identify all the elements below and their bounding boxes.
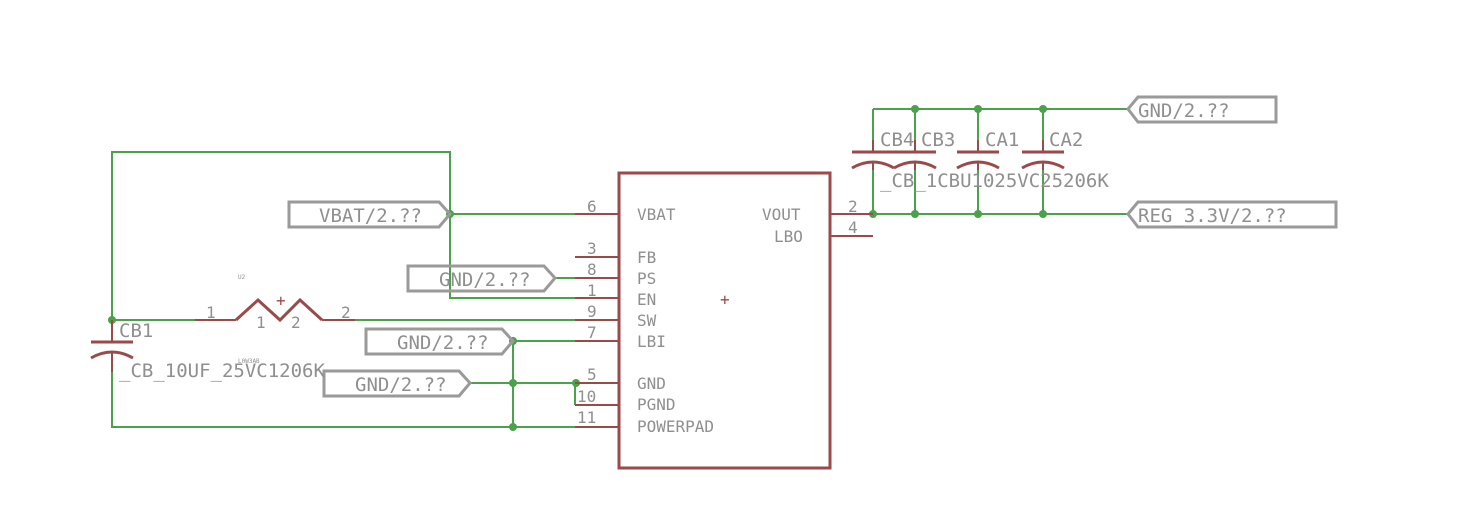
ic-pin-num-sw: 9 <box>587 302 597 321</box>
inductor-origin-mark: + <box>276 291 286 310</box>
net-label-gnd-lbi[interactable]: GND/2.?? <box>364 327 515 356</box>
wire-cb1-to-en <box>111 151 575 322</box>
top-caps-overlapping-values: _CB_1CBU1025VC25206K <box>880 170 1109 192</box>
ic-pin-num-powerpad: 11 <box>577 408 596 427</box>
wire-cb1-powerpad <box>111 372 575 428</box>
junction-top-3 <box>1039 105 1047 113</box>
cb3-name: CB3 <box>921 129 955 151</box>
inductor-pin2-inner: 2 <box>291 313 301 332</box>
net-label-reg[interactable]: REG_3.3V/2.?? <box>1126 200 1338 229</box>
ca2-name: CA2 <box>1049 129 1083 151</box>
capacitor-cb3[interactable]: CB3 <box>893 129 955 170</box>
net-label-gnd-ps[interactable]: GND/2.?? <box>406 264 557 293</box>
ic-pin-num-lbo: 4 <box>848 218 858 237</box>
ic-right-pin-stubs <box>830 213 873 237</box>
inductor-value: L0W3AB <box>238 358 260 365</box>
ic-pin-name-lbo: LBO <box>774 227 803 246</box>
junction-top-2 <box>974 105 982 113</box>
junction-vout-3 <box>974 210 982 218</box>
ic-pin-num-lbi: 7 <box>587 323 597 342</box>
ca1-name: CA1 <box>985 129 1019 151</box>
inductor-ref: U2 <box>238 274 246 281</box>
ic-pin-num-pgnd: 10 <box>577 387 596 406</box>
ic-pin-name-vout: VOUT <box>762 205 801 224</box>
cb1-name: CB1 <box>119 320 153 342</box>
ic-pin-num-fb: 3 <box>587 239 597 258</box>
ic-pin-name-powerpad: POWERPAD <box>637 417 714 436</box>
net-label-reg-text: REG_3.3V/2.?? <box>1138 205 1287 227</box>
ic-pin-name-lbi: LBI <box>637 332 666 351</box>
ic-pin-num-vbat: 6 <box>587 197 597 216</box>
inductor-pin1-outer: 1 <box>206 303 216 322</box>
ic-pin-name-pgnd: PGND <box>637 395 676 414</box>
ic-pin-name-en: EN <box>637 290 656 309</box>
net-label-gnd-pgnd-text: GND/2.?? <box>355 374 447 396</box>
net-label-vbat-text: VBAT/2.?? <box>319 205 422 227</box>
capacitor-cb4[interactable]: CB4 <box>851 129 914 170</box>
junction-top-1 <box>911 105 919 113</box>
junction-powerpad <box>509 423 517 431</box>
net-label-gnd-top-text: GND/2.?? <box>1138 100 1230 122</box>
cb1-value: _CB_10UF_25VC1206K <box>119 360 325 382</box>
inductor-zigzag <box>234 297 324 323</box>
net-label-gnd-lbi-text: GND/2.?? <box>397 332 489 354</box>
ic-pin-name-gnd: GND <box>637 374 666 393</box>
inductor-pin2-outer: 2 <box>341 303 351 322</box>
ic-pin-name-fb: FB <box>637 248 656 267</box>
ic-pin-num-ps: 8 <box>587 260 597 279</box>
ic-pin-num-vout: 2 <box>848 197 858 216</box>
junction-vout-2 <box>911 210 919 218</box>
ic-origin-mark: + <box>720 290 730 309</box>
ic-pin-name-vbat: VBAT <box>637 205 676 224</box>
inductor-pin1-inner: 1 <box>256 313 266 332</box>
capacitor-cb1[interactable]: CB1 _CB_10UF_25VC1206K <box>90 320 325 382</box>
inductor-u2[interactable]: + U2 L0W3AB 1 1 2 2 <box>195 274 355 365</box>
net-label-gnd-pgnd[interactable]: GND/2.?? <box>322 369 472 398</box>
junction-vout-4 <box>1039 210 1047 218</box>
ic-pin-num-en: 1 <box>587 281 597 300</box>
cb4-name: CB4 <box>880 129 914 151</box>
ic-regulator[interactable]: + 6 3 8 1 9 7 5 10 11 VBAT FB PS <box>575 171 873 470</box>
ic-pin-name-sw: SW <box>637 311 657 330</box>
ic-pin-name-ps: PS <box>637 269 656 288</box>
net-label-gnd-ps-text: GND/2.?? <box>439 269 531 291</box>
capacitor-ca2[interactable]: CA2 <box>1021 129 1083 170</box>
junction-gnd-bus <box>509 379 517 387</box>
ic-pin-num-gnd: 5 <box>587 365 597 384</box>
ic-left-pin-stubs <box>575 213 619 428</box>
net-label-vbat[interactable]: VBAT/2.?? <box>287 200 452 229</box>
capacitor-ca1[interactable]: CA1 <box>956 129 1019 170</box>
net-label-gnd-top[interactable]: GND/2.?? <box>1126 95 1278 124</box>
